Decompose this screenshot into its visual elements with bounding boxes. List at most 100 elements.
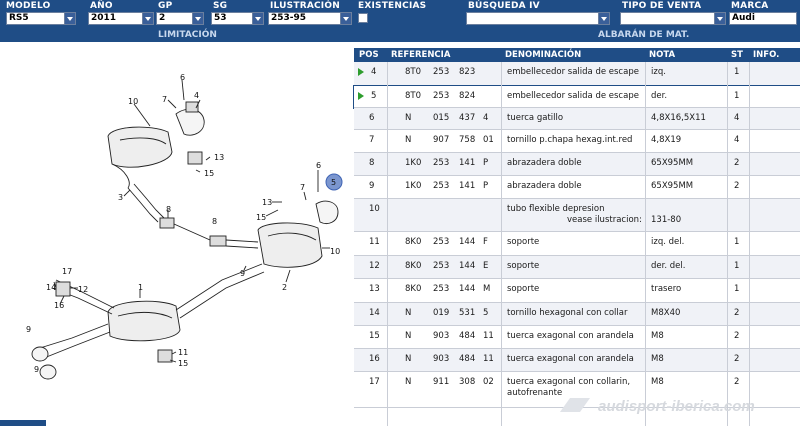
tipo-venta-dropdown-icon[interactable] — [714, 12, 726, 25]
cell-ref-c: 144 — [459, 237, 476, 247]
cell-ref-c: 144 — [459, 261, 476, 271]
callout-3[interactable]: 3 — [118, 193, 123, 202]
marca-select[interactable]: Audi — [729, 12, 797, 25]
clamp-8[interactable] — [159, 217, 175, 229]
callout-6a[interactable]: 6 — [180, 73, 185, 82]
callout-9b[interactable]: 9 — [26, 325, 31, 334]
callout-4[interactable]: 4 — [194, 91, 199, 100]
rear-muffler-left[interactable] — [107, 126, 173, 168]
callout-13a[interactable]: 13 — [214, 153, 224, 162]
callout-17[interactable]: 17 — [62, 267, 72, 276]
cell-st: 1 — [734, 284, 740, 294]
callout-8b[interactable]: 8 — [212, 217, 217, 226]
callout-7b[interactable]: 7 — [300, 183, 305, 192]
busqueda-select[interactable] — [466, 12, 610, 25]
col-st[interactable]: ST — [731, 50, 743, 60]
cell-ref-a: 1K0 — [405, 158, 422, 168]
sg-dropdown-icon[interactable] — [252, 12, 264, 25]
cell-pos: 9 — [369, 181, 375, 191]
callout-14[interactable]: 14 — [46, 283, 56, 292]
cell-ref-a: N — [405, 135, 412, 145]
col-denominacion[interactable]: DENOMINACIÓN — [505, 50, 582, 60]
col-referencia[interactable]: REFERENCIA — [391, 50, 451, 60]
sg-label: SG — [213, 1, 228, 11]
callout-11[interactable]: 11 — [178, 348, 188, 357]
callout-10a[interactable]: 10 — [128, 97, 138, 106]
callout-16[interactable]: 16 — [54, 301, 64, 310]
busqueda-dropdown-icon[interactable] — [598, 12, 610, 25]
clamp-mid[interactable] — [209, 235, 227, 247]
callout-13b[interactable]: 13 — [262, 198, 272, 207]
mount-11[interactable] — [157, 349, 173, 363]
ano-select[interactable]: 2011 — [88, 12, 150, 25]
cell-pos: 6 — [369, 113, 375, 123]
cell-nota: M8 — [651, 354, 664, 364]
modelo-select[interactable]: RS5 — [6, 12, 70, 25]
rear-muffler-right[interactable] — [257, 222, 323, 268]
cell-ref-c: 141 — [459, 181, 476, 191]
cell-denominacion: soporte — [507, 284, 540, 294]
cell-pos: 10 — [369, 204, 380, 214]
selected-row-arrow-icon — [358, 68, 364, 76]
cell-ref-a: N — [405, 377, 412, 387]
cell-ref-b: 253 — [433, 237, 450, 247]
ano-dropdown-icon[interactable] — [142, 12, 154, 25]
callout-highlight-5[interactable] — [325, 173, 343, 191]
callout-10b[interactable]: 10 — [330, 247, 340, 256]
modelo-dropdown-icon[interactable] — [64, 12, 76, 25]
mount-top[interactable] — [185, 101, 199, 113]
callout-2[interactable]: 2 — [282, 283, 287, 292]
cell-ref-a: N — [405, 331, 412, 341]
cell-st: 2 — [734, 158, 740, 168]
mount-12[interactable] — [55, 281, 71, 297]
callout-12[interactable]: 12 — [78, 285, 88, 294]
existencias-label: EXISTENCIAS — [358, 1, 427, 11]
cell-denominacion: tuerca exagonal con arandela — [507, 331, 634, 341]
callout-9a[interactable]: 9 — [240, 269, 245, 278]
mount-13[interactable] — [187, 151, 203, 165]
front-tip-a[interactable] — [31, 346, 49, 362]
callout-7a[interactable]: 7 — [162, 95, 167, 104]
callout-15b[interactable]: 15 — [256, 213, 266, 222]
cell-ref-b: 253 — [433, 91, 450, 101]
tail-tip-right[interactable] — [315, 200, 339, 224]
callout-15a[interactable]: 15 — [204, 169, 214, 178]
col-nota[interactable]: NOTA — [649, 50, 676, 60]
cell-denominacion: tubo flexible depresion — [507, 204, 605, 214]
cell-nota: 4,8X16,5X11 — [651, 113, 706, 123]
col-info-del[interactable]: INFO. DEL — [753, 50, 780, 74]
gp-dropdown-icon[interactable] — [192, 12, 204, 25]
cell-st: 2 — [734, 354, 740, 364]
ilustracion-dropdown-icon[interactable] — [340, 12, 352, 25]
tail-tip-left[interactable] — [175, 108, 205, 136]
tipo-venta-select[interactable] — [620, 12, 726, 25]
callout-8a[interactable]: 8 — [166, 205, 171, 214]
cell-st: 2 — [734, 377, 740, 387]
cell-st: 2 — [734, 331, 740, 341]
callout-9c[interactable]: 9 — [34, 365, 39, 374]
cell-pos: 5 — [371, 91, 377, 101]
callout-15c[interactable]: 15 — [178, 359, 188, 368]
center-muffler[interactable] — [107, 300, 181, 342]
callout-6b[interactable]: 6 — [316, 161, 321, 170]
callout-1[interactable]: 1 — [138, 283, 143, 292]
callout-5[interactable]: 5 — [331, 178, 336, 187]
cell-ref-d: M — [483, 284, 491, 294]
cell-denominacion: tornillo hexagonal con collar — [507, 308, 628, 318]
existencias-checkbox[interactable] — [358, 13, 368, 23]
col-pos[interactable]: POS — [359, 50, 379, 60]
front-tip-b[interactable] — [39, 364, 57, 380]
